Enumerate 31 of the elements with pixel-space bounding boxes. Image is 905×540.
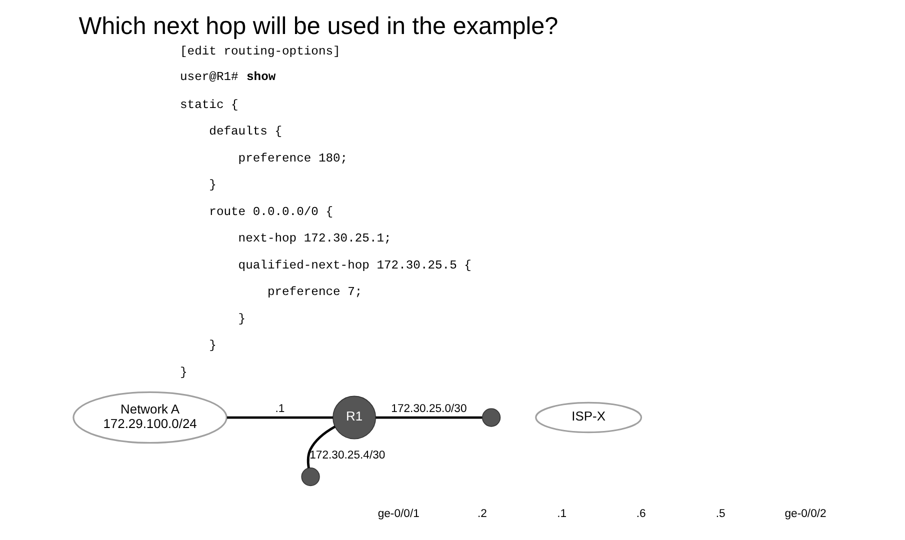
label: static {: [180, 98, 238, 112]
label: }: [238, 312, 246, 326]
label: qualified-next-hop 172.30.25.5 {: [238, 258, 472, 272]
node-circle: R1: [332, 396, 376, 440]
label: defaults {: [209, 124, 282, 139]
edge-label: 172.30.25.4/30: [310, 449, 386, 462]
diagram-title: Which next hop will be used in the example?: [78, 13, 558, 40]
label: ge-0/0/2: [784, 508, 826, 520]
label: .2: [478, 508, 487, 520]
edge-label: 172.30.25.0/30: [391, 403, 467, 416]
connector: [376, 416, 482, 419]
label: next-hop 172.30.25.1;: [238, 232, 392, 246]
label: .6: [636, 508, 646, 520]
label: .5: [716, 508, 726, 520]
label: }: [209, 338, 216, 353]
label: [edit routing-options]: [180, 44, 340, 58]
label: preference 7;: [267, 285, 362, 300]
label: route 0.0.0.0/0 {: [209, 204, 334, 219]
connector: [306, 426, 336, 468]
label: .1: [557, 508, 567, 520]
label: preference 180;: [238, 151, 348, 166]
label: user@R1# show: [180, 70, 276, 84]
label: }: [209, 178, 216, 192]
node-ellipse: ISP-X: [535, 402, 642, 434]
node-circle: [482, 408, 501, 427]
node-ellipse: Network A 172.29.100.0/24: [72, 391, 228, 444]
connector: [226, 416, 333, 419]
node-circle: [301, 467, 320, 486]
label: ge-0/0/1: [378, 508, 420, 520]
label: }: [180, 365, 188, 380]
edge-label: .1: [275, 403, 285, 416]
